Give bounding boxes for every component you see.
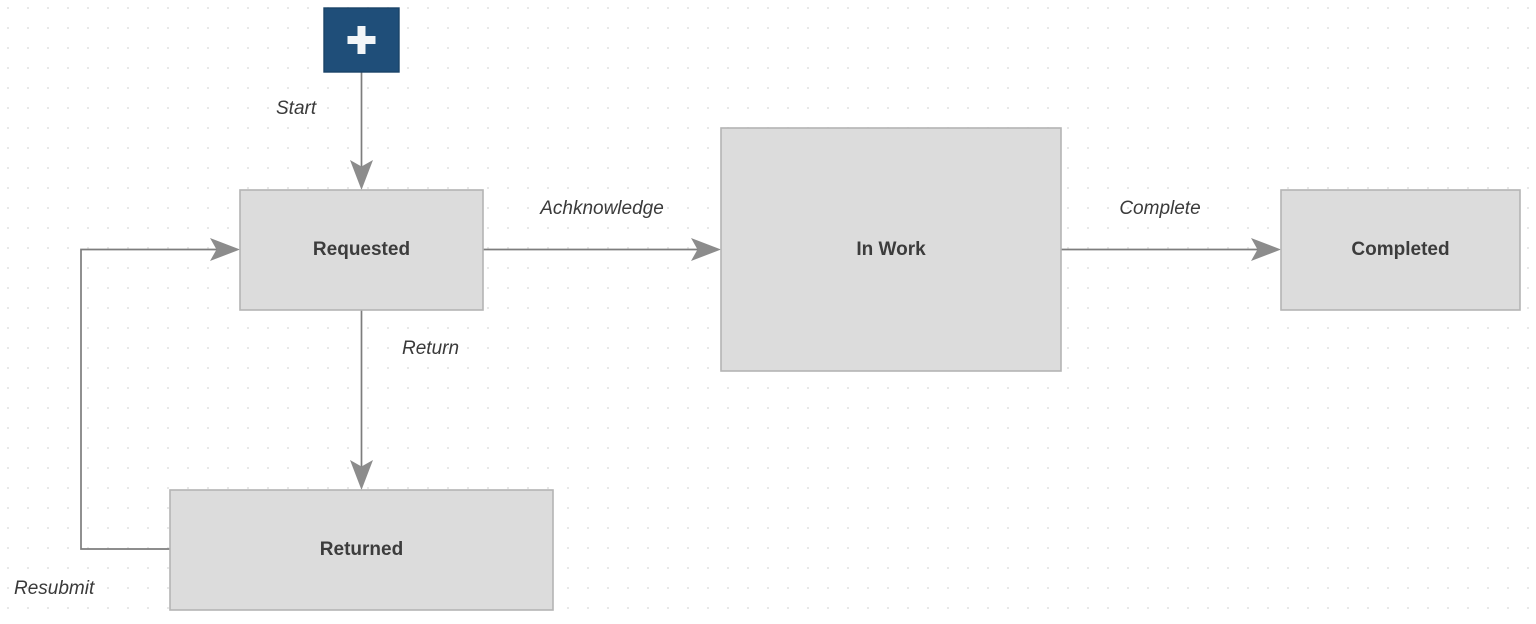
edge-start-to-requested-label: Start [276, 98, 317, 119]
edge-requested-to-returned[interactable]: Return [350, 310, 459, 490]
edge-requested-to-in-work[interactable]: Achknowledge [483, 198, 721, 261]
returned-node-rect [169, 489, 554, 611]
edge-in-work-to-completed-arrowhead [1251, 238, 1281, 261]
in-work-node[interactable]: In Work [720, 127, 1062, 372]
returned-node[interactable]: Returned [169, 489, 554, 611]
edge-requested-to-in-work-label: Achknowledge [539, 198, 664, 219]
edge-returned-to-requested-label: Resubmit [14, 578, 95, 599]
requested-node-rect [239, 189, 484, 311]
edge-requested-to-returned-label: Return [402, 338, 459, 359]
completed-node[interactable]: Completed [1280, 189, 1521, 311]
start-node[interactable] [323, 7, 400, 73]
edge-returned-to-requested[interactable]: Resubmit [14, 238, 240, 599]
completed-node-rect [1280, 189, 1521, 311]
requested-node[interactable]: Requested [239, 189, 484, 311]
edge-start-to-requested[interactable]: Start [276, 72, 373, 190]
completed-node-label: Completed [1351, 239, 1449, 260]
in-work-node-rect [720, 127, 1062, 372]
edge-requested-to-returned-arrowhead [350, 460, 373, 490]
edge-in-work-to-completed-label: Complete [1119, 198, 1200, 219]
edge-returned-to-requested-line [80, 248, 222, 550]
edge-start-to-requested-arrowhead [350, 160, 373, 190]
plus-icon [347, 26, 376, 54]
edge-in-work-to-completed[interactable]: Complete [1061, 198, 1281, 261]
requested-node-label: Requested [313, 239, 410, 260]
in-work-node-label: In Work [856, 239, 926, 260]
edge-returned-to-requested-arrowhead [210, 238, 240, 261]
edge-requested-to-in-work-arrowhead [691, 238, 721, 261]
returned-node-label: Returned [320, 539, 403, 560]
